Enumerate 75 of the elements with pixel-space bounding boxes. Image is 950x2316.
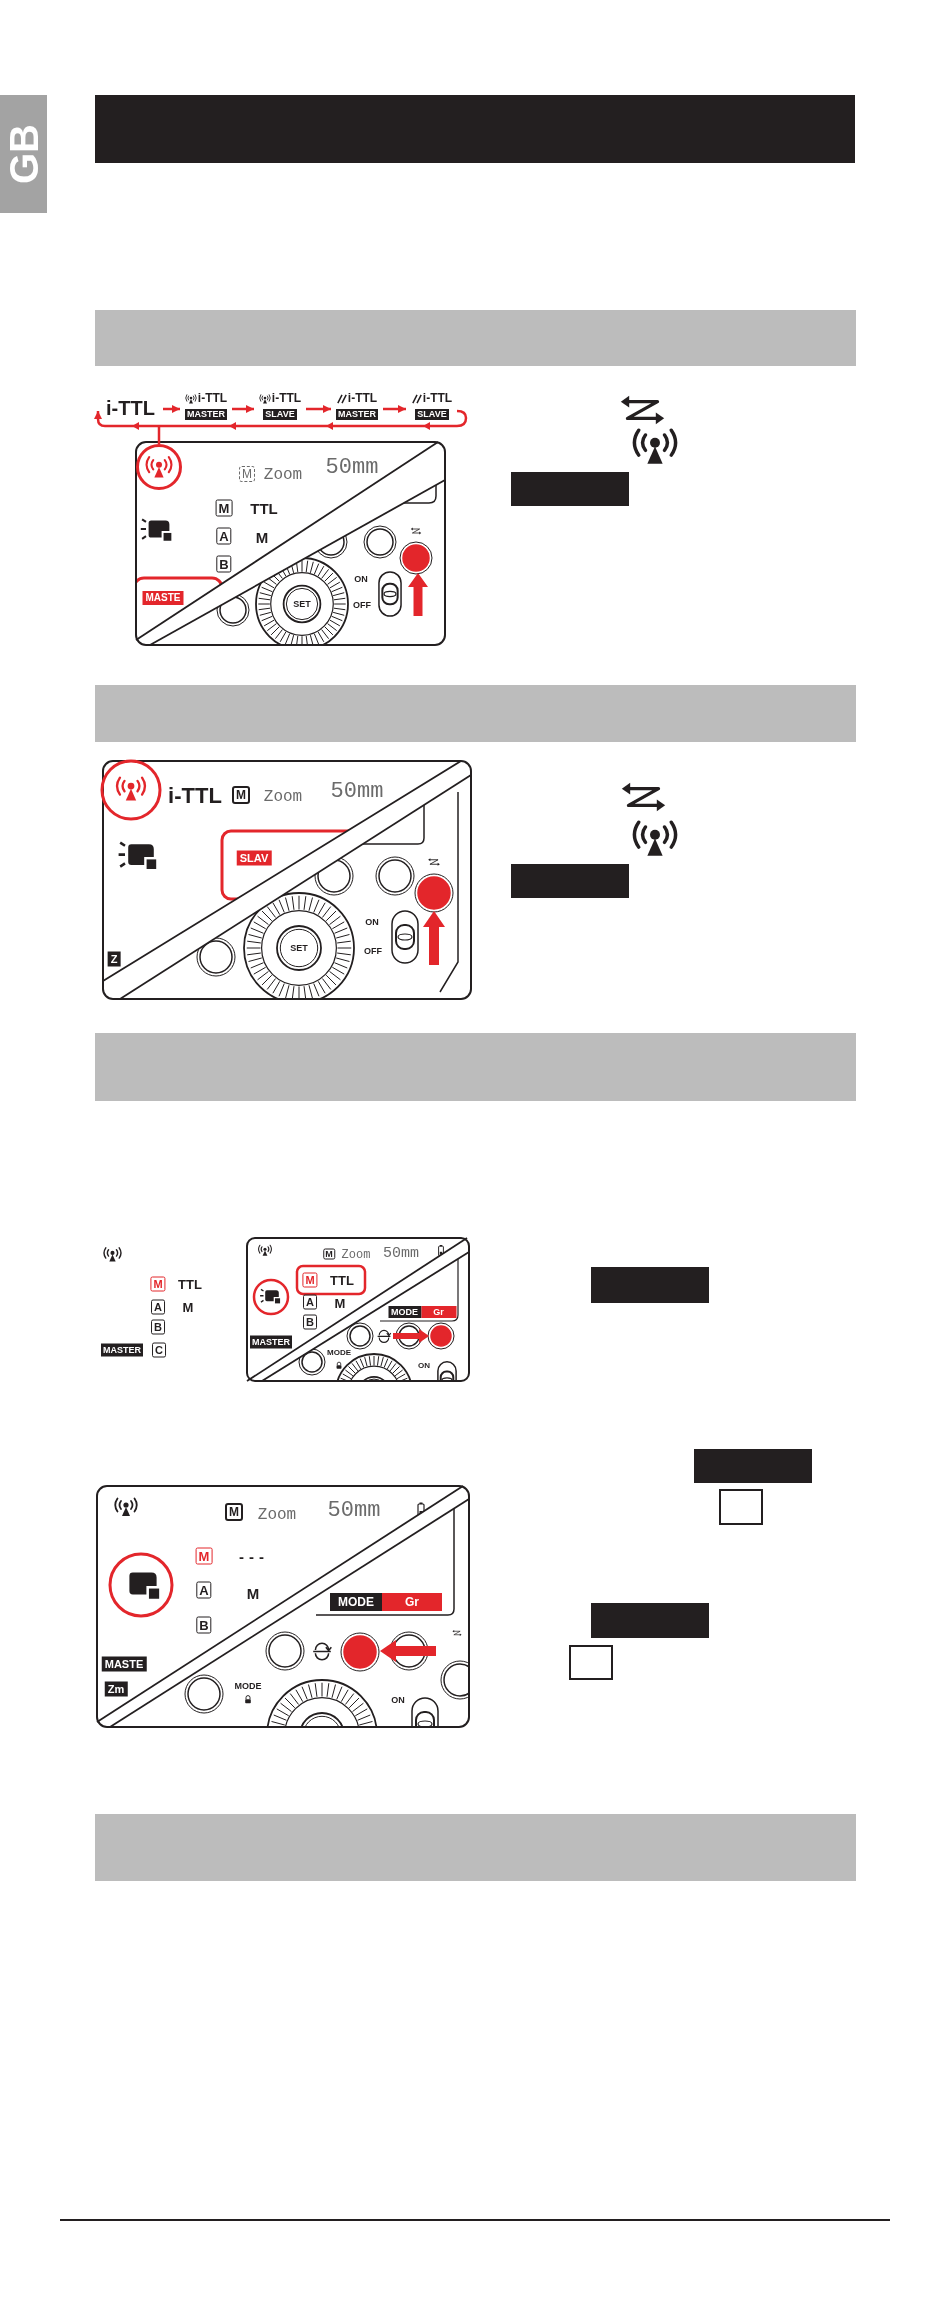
- blank-frame: [719, 1489, 763, 1525]
- arrow: [383, 405, 406, 413]
- mode-label: i-TTL: [271, 392, 302, 404]
- control-label: ON: [365, 917, 379, 927]
- control-label: ON: [391, 1695, 405, 1705]
- arrowhead: [423, 422, 430, 430]
- mode-label: i-TTL: [422, 392, 453, 404]
- zoom-readout: 50mm: [327, 1500, 381, 1522]
- lcd-label: M: [334, 1296, 346, 1310]
- status-tag: Zm: [104, 1681, 128, 1697]
- section-band: [95, 1814, 856, 1881]
- soft-key-tag: Gr: [421, 1306, 456, 1318]
- control-label: ON: [354, 574, 368, 584]
- control-label: OFF: [353, 600, 371, 610]
- lcd-readout: Zoom: [263, 789, 303, 805]
- lcd-label: TTL: [250, 500, 278, 516]
- zoom-readout: 50mm: [383, 1245, 419, 1261]
- blank-plate: [511, 864, 629, 898]
- mode-indicator: M: [225, 1503, 243, 1521]
- arrow: [163, 405, 180, 413]
- control-label: SET: [290, 943, 308, 953]
- zoom-readout: 50mm: [330, 781, 384, 803]
- lcd-label: ---: [239, 1548, 269, 1564]
- language-tab: [0, 95, 47, 213]
- soft-key-tag: MODE: [388, 1306, 421, 1318]
- status-tag: MASTER: [101, 1343, 143, 1357]
- arrow: [232, 405, 254, 413]
- mode-indicator: M: [232, 786, 250, 804]
- status-tag: SLAV: [236, 850, 272, 866]
- title-bar: [95, 95, 855, 163]
- return-arrow: [94, 409, 468, 428]
- blank-plate: [511, 472, 629, 506]
- mode-label: i-TTL: [106, 398, 155, 418]
- mode-readout: i-TTL: [168, 785, 222, 807]
- arrowhead: [132, 422, 139, 430]
- status-tag: MASTE: [142, 591, 184, 605]
- mode-tag: MASTER: [336, 409, 378, 420]
- lcd-readout: Zoom: [263, 467, 303, 483]
- lcd-label: M: [182, 1300, 194, 1314]
- mode-label: i-TTL: [347, 392, 378, 404]
- footer-rule: [60, 2219, 890, 2221]
- mode-tag: SLAVE: [415, 409, 449, 420]
- soft-key-tag: Gr: [382, 1593, 442, 1611]
- section-band: [95, 1033, 856, 1101]
- lcd-label: M: [246, 1585, 260, 1601]
- zoom-readout: 50mm: [325, 457, 379, 479]
- status-tag: MASTER: [250, 1335, 292, 1349]
- blank-plate: [591, 1267, 709, 1303]
- status-tag: MASTE: [101, 1656, 147, 1672]
- status-tag: Z: [107, 951, 121, 967]
- arrowhead: [326, 422, 333, 430]
- section-band: [95, 685, 856, 742]
- lcd-readout: Zoom: [257, 1507, 297, 1523]
- blank-plate: [591, 1603, 709, 1638]
- soft-key-tag: MODE: [330, 1593, 382, 1611]
- blank-plate: [694, 1449, 812, 1483]
- language-code: GB: [3, 124, 44, 184]
- lcd-label: TTL: [178, 1277, 202, 1291]
- arrow: [306, 405, 331, 413]
- leader-line: [157, 426, 161, 444]
- control-label: MODE: [234, 1681, 262, 1691]
- control-label: MODE: [327, 1349, 351, 1357]
- lcd-readout: Zoom: [341, 1249, 371, 1261]
- mode-tag: MASTER: [185, 409, 227, 420]
- lcd-label: M: [255, 529, 269, 545]
- lcd-label: TTL: [330, 1273, 354, 1287]
- control-label: OFF: [364, 946, 382, 956]
- section-band: [95, 310, 856, 366]
- arrowhead: [229, 422, 236, 430]
- control-label: SET: [293, 599, 311, 609]
- control-label: ON: [418, 1362, 430, 1370]
- mode-indicator: M: [239, 466, 255, 482]
- blank-frame: [569, 1645, 613, 1680]
- mode-label: i-TTL: [197, 392, 228, 404]
- mode-tag: SLAVE: [263, 409, 297, 420]
